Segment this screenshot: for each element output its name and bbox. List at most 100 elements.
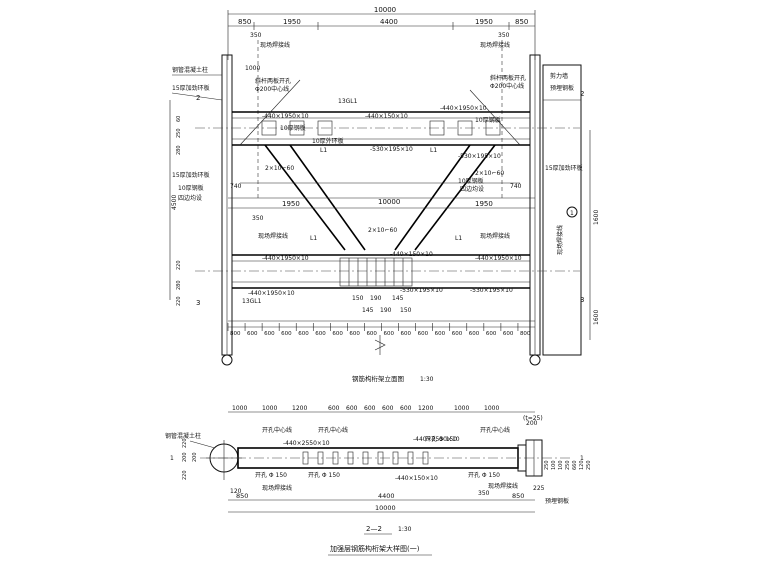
sheet-title: 加强层钢筋构桁架大样图(一): [330, 544, 420, 553]
sec-weld-2: 现场焊接线: [488, 482, 518, 490]
l1-c: L1: [320, 147, 327, 154]
grid-mark: 1: [570, 210, 574, 217]
sec-right-dim-5: 120: [579, 460, 585, 470]
sec-ldim-1: 220: [182, 438, 188, 448]
sec-plate-1: -440×2550×10: [283, 440, 330, 447]
sec-top-dim-9: 1000: [454, 405, 469, 412]
sec-hole-4: 开孔 Φ 150: [468, 471, 500, 479]
dim-1000: 1000: [245, 65, 260, 72]
plate-h: -440×1950×10: [475, 255, 522, 262]
sec-bdim-4400: 4400: [378, 492, 395, 500]
mid-dim-10000: 10000: [378, 198, 400, 206]
dim-2x10-a: 2×10⌐60: [265, 165, 294, 172]
sec-top-dim-3: 600: [328, 405, 340, 412]
sec-bdim-850-l: 850: [236, 492, 248, 500]
bottom-dim-10: 600: [401, 331, 412, 337]
bottom-dim-17: 800: [520, 331, 531, 337]
sec-top-dim-4: 600: [346, 405, 358, 412]
sec-top-dim-7: 600: [400, 405, 412, 412]
sec-dim-1-l: 1: [170, 455, 174, 462]
section-3-right: 3: [580, 296, 584, 304]
dim-190-a: 190: [370, 295, 382, 302]
ring-10: 10厚外环板: [312, 137, 344, 145]
sec-top-dim-10: 1000: [484, 405, 499, 412]
plate-i: -440×1950×10: [248, 290, 295, 297]
section-2-left: 2: [196, 94, 200, 102]
sec-hole-c2: 开孔中心线: [318, 426, 348, 434]
dim-150-b: 150: [400, 307, 412, 314]
bottom-dim-0: 800: [230, 331, 241, 337]
shear-wall-label: 剪力墙: [550, 72, 568, 80]
plate-b: -440×1950×10: [440, 105, 487, 112]
bottom-dim-9: 600: [384, 331, 395, 337]
steel10-d: 10厚钢板: [458, 177, 484, 185]
overall-dim-top: 10000: [374, 6, 396, 14]
sec-right-dim-6: 250: [586, 460, 592, 470]
dim-350-c: 350: [252, 215, 264, 222]
sec-hole-c3: 开孔中心线: [480, 426, 510, 434]
l1-d: L1: [430, 147, 437, 154]
bottom-dim-12: 600: [435, 331, 446, 337]
sec-label: 2—2: [366, 525, 382, 533]
bottom-dim-14: 600: [469, 331, 480, 337]
stiffener-small-label: 15厚加劲环板: [172, 171, 210, 179]
dim-1950-right: 1950: [475, 18, 493, 26]
sec-bdim-10000: 10000: [375, 504, 396, 512]
sec-top-dim-8: 1200: [418, 405, 433, 412]
sec-hole-c1: 开孔中心线: [262, 426, 292, 434]
beam-13gl1-b: 13GL1: [242, 298, 262, 305]
plate-j: -530×195×10: [400, 287, 443, 294]
bottom-dim-15: 600: [486, 331, 497, 337]
steel10-b: 10厚钢板: [280, 124, 306, 132]
bottom-dim-1: 600: [247, 331, 258, 337]
dim-2x10-c: 2×10⌐60: [368, 227, 397, 234]
right-dim-2: 1600: [593, 310, 600, 325]
dim-145-a: 145: [392, 295, 404, 302]
sec-right-dim-2: 100: [558, 460, 564, 470]
left-small-6: 220: [176, 296, 182, 306]
plate-f: -440×1950×10: [262, 255, 309, 262]
stiffener-left-label: 15厚加劲环板: [172, 84, 210, 92]
mid-dim-1950-l: 1950: [282, 200, 300, 208]
sec-hole-1: 开孔 Φ 150: [255, 471, 287, 479]
bottom-dim-13: 600: [452, 331, 463, 337]
top-view-scale: 1:30: [420, 376, 434, 383]
l1-a: L1: [310, 235, 317, 242]
dim-150-a: 150: [352, 295, 364, 302]
embed-plate-label: 预埋钢板: [550, 84, 574, 92]
steel10-c: 10厚钢板: [475, 116, 501, 124]
plate-c: -440×150×10: [365, 113, 408, 120]
sec-dim-350: 350: [478, 490, 490, 497]
section-3-left: 3: [196, 299, 200, 307]
hole-right-2: Φ200中心线: [490, 82, 524, 90]
hole-right: 斜杆两板开孔: [490, 74, 526, 82]
stiffener-right-label: 15厚加劲环板: [545, 164, 583, 172]
left-small-3: 280: [176, 145, 182, 155]
steel-column-label: 钢管混凝土柱: [172, 66, 208, 74]
left-small-1: 60: [176, 116, 182, 122]
right-dim-1: 1600: [593, 210, 600, 225]
dim-740-a: 740: [230, 183, 242, 190]
plate-k: -530×195×10: [470, 287, 513, 294]
sec-t25: (t=25): [523, 415, 543, 422]
top-view-title: 钢筋构桁架立面图: [352, 374, 404, 383]
uplift-right: 四边均设: [460, 185, 484, 193]
sec-right-dim-0: 250: [544, 460, 550, 470]
dim-145-b: 145: [362, 307, 374, 314]
sec-hole-3: 开孔 Φ 150: [425, 435, 457, 443]
bottom-dim-3: 600: [281, 331, 292, 337]
bottom-dim-11: 600: [418, 331, 429, 337]
steel10-left-label: 10厚钢板: [178, 184, 204, 192]
bottom-dim-2: 600: [264, 331, 275, 337]
sec-ldim-4: 220: [182, 470, 188, 480]
dim-190-b: 190: [380, 307, 392, 314]
sec-right-dim-1: 100: [551, 460, 557, 470]
plate-d: -530×195×10: [458, 153, 501, 160]
beam-13gl1: 13GL1: [338, 98, 358, 105]
sec-dim-1-r: 1: [580, 455, 584, 462]
sec-dim-120: 120: [230, 488, 242, 495]
